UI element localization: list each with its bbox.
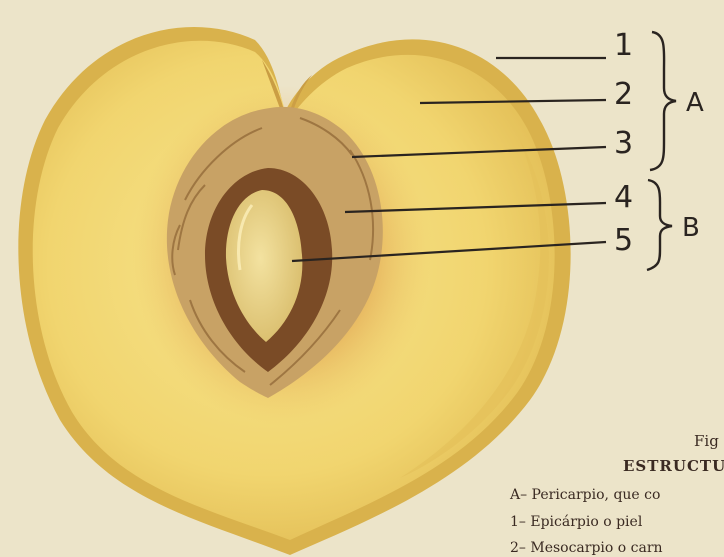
group-label-a: A	[686, 88, 705, 118]
label-4: 4	[614, 180, 633, 215]
caption-item-a: A– Pericarpio, que co	[510, 487, 660, 503]
caption-item-2: 2– Mesocarpio o carn	[510, 540, 663, 556]
label-5: 5	[614, 223, 633, 258]
label-1: 1	[614, 28, 633, 63]
label-3: 3	[614, 126, 633, 161]
brace-b	[647, 180, 672, 270]
caption-title: ESTRUCTU	[623, 457, 724, 475]
group-label-b: B	[682, 213, 701, 243]
figure-label: Fig	[694, 432, 719, 450]
caption-item-1: 1– Epicárpio o piel	[510, 514, 642, 530]
label-2: 2	[614, 77, 633, 112]
brace-a	[650, 32, 676, 170]
